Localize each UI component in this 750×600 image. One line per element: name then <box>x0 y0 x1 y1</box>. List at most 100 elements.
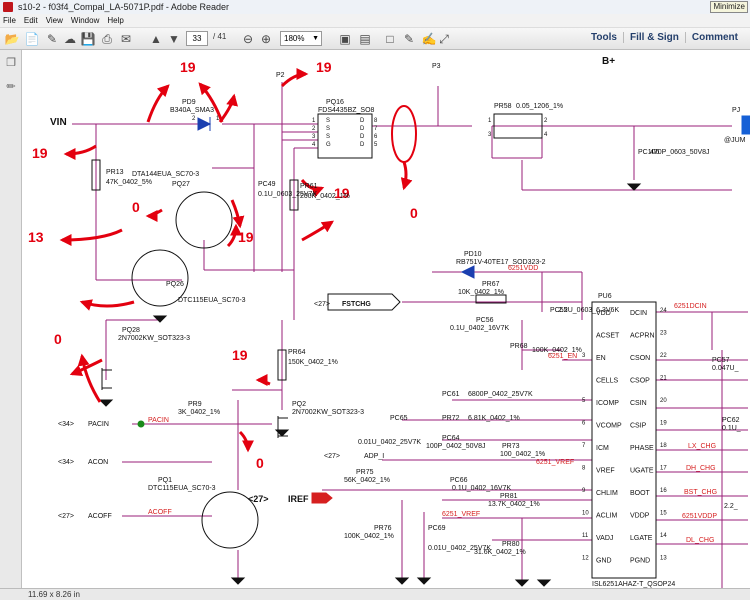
pr58-ref: PR58 <box>494 103 512 110</box>
pr72-value: 6.81K_0402_1% <box>468 415 520 422</box>
menu-file[interactable]: File <box>3 16 16 25</box>
comment-note-icon[interactable]: □ <box>386 32 394 46</box>
pr61-value: 200K_0402_1% <box>300 193 350 200</box>
previous-page-icon[interactable]: ▲ <box>150 32 162 46</box>
comment-link[interactable]: Comment <box>684 32 744 43</box>
pin-number: 3 <box>312 134 316 140</box>
minimize-tooltip: Minimize <box>710 1 748 13</box>
save-icon[interactable]: 💾 <box>80 32 96 46</box>
menu-window[interactable]: Window <box>70 16 100 25</box>
pin-number: 5 <box>374 142 378 148</box>
pq16-pin-name: S <box>326 134 330 140</box>
pc62-ref: PC62 <box>722 417 740 424</box>
annotation-value: 19 <box>180 59 196 75</box>
right-cap-value: 2.2_ <box>724 503 738 510</box>
pu6-ic-body <box>591 301 657 579</box>
annotation-value: 0 <box>256 455 264 471</box>
zoom-select[interactable]: 180%▼ <box>280 31 322 46</box>
lx-chg-net: LX_CHG <box>688 443 716 450</box>
chevron-down-icon: ▼ <box>312 35 319 42</box>
pc64-value: 100P_0402_50V8J <box>426 443 486 450</box>
pd10-diode-symbol <box>460 265 475 279</box>
pu6-pin-number: 13 <box>660 556 667 562</box>
fstchg-sheet-ref: <27> <box>314 301 330 308</box>
tools-link[interactable]: Tools <box>591 32 617 43</box>
cloud-upload-icon[interactable]: ☁ <box>64 32 76 46</box>
ground-symbols <box>98 183 642 587</box>
fstchg-connector <box>327 293 401 311</box>
create-pdf-icon[interactable]: 📄 <box>24 32 40 46</box>
pq16-pin-name: D <box>360 134 365 140</box>
page-number-input[interactable]: 33 <box>186 31 208 46</box>
menu-help[interactable]: Help <box>107 16 124 25</box>
pu6-pin-name: ACSET <box>596 333 620 340</box>
title-bar: s10-2 - f03f4_Compal_LA-5071P.pdf - Adob… <box>0 0 750 14</box>
menu-edit[interactable]: Edit <box>23 16 38 25</box>
pu6-pin-name: BOOT <box>630 490 651 497</box>
vdd-net: 6251VDD <box>508 265 538 272</box>
fstchg-label: FSTCHG <box>342 301 371 308</box>
pu6-pin-number: 10 <box>582 511 589 517</box>
pu6-pin-number: 21 <box>660 376 667 382</box>
pc49-value: 0.1U_0603_25V7K <box>258 191 317 198</box>
pu6-pin-number: 3 <box>582 353 586 359</box>
pin-number: 2 <box>192 116 196 122</box>
pu6-pin-name: CSOP <box>630 378 650 385</box>
highlight-icon[interactable]: ✎ <box>403 32 415 46</box>
pacin-sheet-ref: <34> <box>58 421 74 428</box>
menu-view[interactable]: View <box>45 16 63 25</box>
annotation-circle <box>391 105 417 163</box>
pj-jumper-symbol <box>741 115 750 135</box>
pu6-pin-name: EN <box>596 355 606 362</box>
fit-page-icon[interactable]: ▣ <box>339 32 351 46</box>
pr67-ref: PR67 <box>482 281 500 288</box>
acoff-sheet-ref: <27> <box>58 513 74 520</box>
pu6-pin-name: DCIN <box>630 310 647 317</box>
annotation-value: 19 <box>32 145 48 161</box>
pr68-ref: PR68 <box>510 343 528 350</box>
pc55-ref: PC55 <box>550 307 568 314</box>
pu6-pin-name: CSIP <box>630 423 647 430</box>
menu-bar: File Edit View Window Help <box>0 14 750 28</box>
pc65-value: 0.01U_0402_25V7K <box>358 439 421 446</box>
pin-number: 3 <box>488 132 492 138</box>
net-label-p3: P3 <box>432 63 441 70</box>
fill-sign-link[interactable]: Fill & Sign <box>622 32 685 43</box>
iref-connector <box>311 492 333 504</box>
annotation-value: 0 <box>54 331 62 347</box>
pu6-pin-number: 12 <box>582 556 589 562</box>
pin-number: 4 <box>312 142 316 148</box>
pq2-part: 2N7002KW_SOT323-3 <box>292 409 364 416</box>
edit-icon[interactable]: ✎ <box>46 32 58 46</box>
sign-icon[interactable]: ✍ <box>421 32 437 46</box>
pu6-pin-name: UGATE <box>630 468 654 475</box>
document-view[interactable]: 19 19 19 19 0 19 13 0 19 0 0 VIN B+ P2 P… <box>22 50 750 588</box>
pu6-pin-number: 7 <box>582 443 586 449</box>
pq28-part: 2N7002KW_SOT323-3 <box>118 335 190 342</box>
pu6-pin-number: 15 <box>660 511 667 517</box>
net-label-vin: VIN <box>50 117 67 128</box>
acon-sheet-ref: <34> <box>58 459 74 466</box>
pu6-pin-name: VADJ <box>596 535 613 542</box>
next-page-icon[interactable]: ▼ <box>168 32 180 46</box>
open-file-icon[interactable]: 📂 <box>4 32 20 46</box>
pc61-ref: PC61 <box>442 391 460 398</box>
pc106-value: 470P_0603_50V8J <box>650 149 710 156</box>
pc106-ref: PC106 <box>638 149 660 156</box>
print-icon[interactable]: ⎙ <box>102 32 112 46</box>
pin-number: 2 <box>312 126 316 132</box>
expand-icon[interactable]: ⤢ <box>439 32 449 46</box>
email-icon[interactable]: ✉ <box>120 32 132 46</box>
pin-number: 8 <box>374 118 378 124</box>
attachments-icon[interactable]: ✏ <box>6 81 16 93</box>
pin-number: 1 <box>216 116 220 122</box>
pages-panel-icon[interactable]: ❐ <box>6 57 16 69</box>
zoom-out-icon[interactable]: ⊖ <box>242 32 254 46</box>
fit-width-icon[interactable]: ▤ <box>359 32 371 46</box>
pq26-part: DTC115EUA_SC70-3 <box>178 297 246 304</box>
zoom-in-icon[interactable]: ⊕ <box>260 32 272 46</box>
vref-net: 6251_VREF <box>536 459 574 466</box>
pu6-pin-number: 17 <box>660 466 667 472</box>
pd9-part: B340A_SMA3 <box>170 107 214 114</box>
pr9-value: 3K_0402_1% <box>178 409 220 416</box>
